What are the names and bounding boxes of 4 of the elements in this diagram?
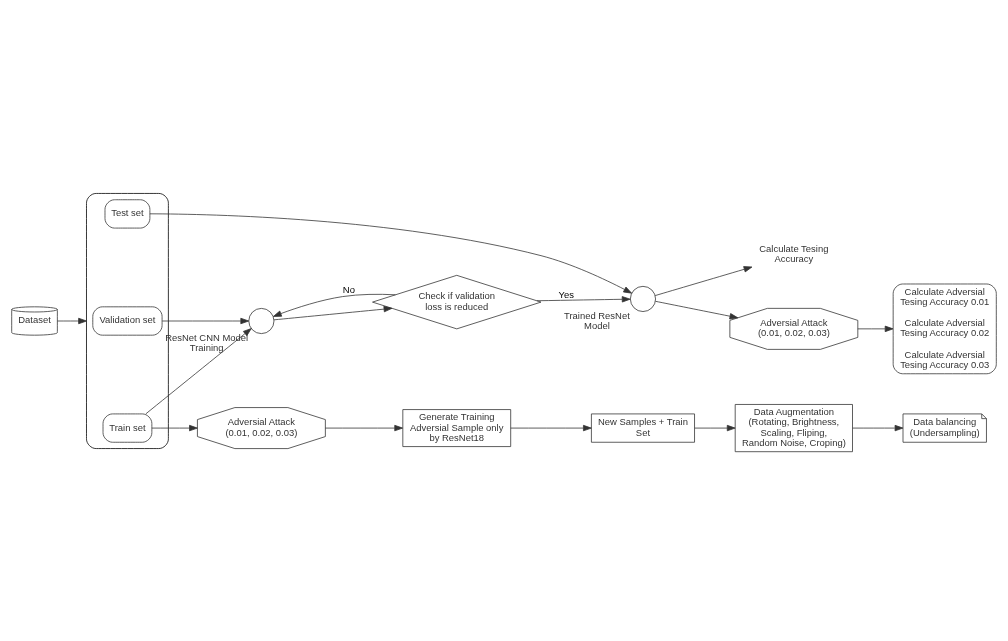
node-text: Calculate Tesing Accuracy: [759, 242, 829, 264]
node-label: Trained ResNet Model: [564, 309, 630, 331]
edge-label: Yes: [558, 288, 574, 300]
edge-label: No: [342, 283, 355, 295]
